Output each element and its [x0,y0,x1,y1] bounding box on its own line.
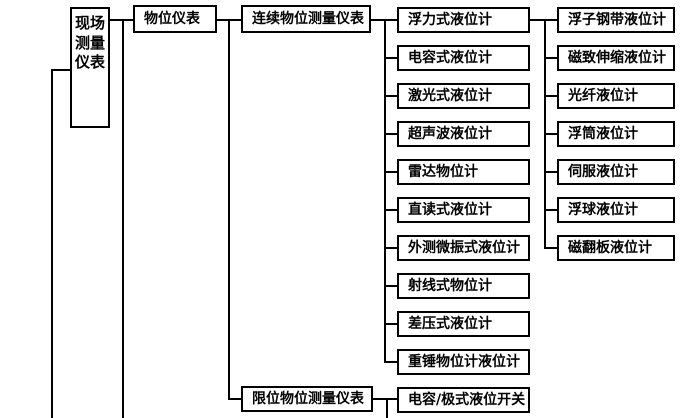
node-magnetic-flap-level-meter: 磁翻板液位计 [557,235,675,261]
node-capacitive-level-meter: 电容式液位计 [397,45,530,71]
connector-line [228,19,230,400]
connector-line [370,19,397,21]
connector-line [384,133,397,135]
node-heavy-hammer-level-meter: 重锤物位计液位计 [397,349,530,375]
node-level-instruments: 物位仪表 [133,5,217,33]
node-limit-level-instruments: 限位物位测量仪表 [241,386,373,412]
connector-line [386,398,388,418]
node-field-measurement-instruments: 现场测量仪表 [70,7,110,128]
node-continuous-level-instruments: 连续物位测量仪表 [241,5,371,33]
connector-line [384,95,397,97]
connector-line [544,95,557,97]
connector-line [544,57,557,59]
connector-line [373,398,397,400]
node-float-ball-level-meter: 浮球液位计 [557,197,675,223]
node-ray-level-meter: 射线式物位计 [397,273,530,299]
node-external-micro-vibration-level-meter: 外测微振式液位计 [397,235,530,261]
node-magnetostrictive-level-meter: 磁致伸缩液位计 [557,45,675,71]
connector-line [384,209,397,211]
connector-line [384,361,397,363]
node-float-steel-band-level-meter: 浮子钢带液位计 [557,7,675,33]
connector-line [228,398,241,400]
node-laser-level-meter: 激光式液位计 [397,83,530,109]
node-ultrasonic-level-meter: 超声波液位计 [397,121,530,147]
connector-line [51,69,70,71]
connector-line [384,247,397,249]
connector-line [530,19,557,21]
node-optical-fiber-level-meter: 光纤液位计 [557,83,675,109]
node-displacer-level-meter: 浮筒液位计 [557,121,675,147]
node-capacitive-electrode-level-switch: 电容/极式液位开关 [397,387,530,413]
node-differential-pressure-level-meter: 差压式液位计 [397,311,530,337]
node-servo-level-meter: 伺服液位计 [557,159,675,185]
connector-line [384,57,397,59]
connector-line [544,171,557,173]
connector-line [384,171,397,173]
connector-line [122,19,124,418]
connector-line [544,247,557,249]
connector-line [544,209,557,211]
connector-line [384,19,386,363]
node-radar-level-meter: 雷达物位计 [397,159,530,185]
connector-line [544,133,557,135]
node-direct-reading-level-meter: 直读式液位计 [397,197,530,223]
connector-line [384,285,397,287]
connector-line [384,323,397,325]
connector-line [51,69,53,418]
node-buoyancy-level-meter: 浮力式液位计 [397,7,530,33]
connector-line [110,19,133,21]
